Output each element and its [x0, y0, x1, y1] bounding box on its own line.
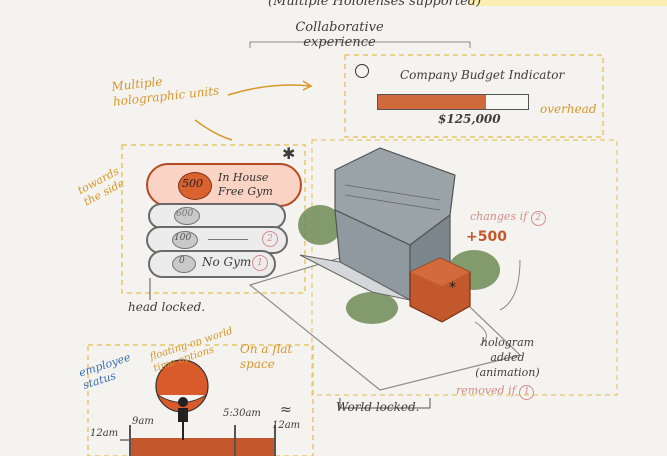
option-number-circle: [178, 172, 212, 200]
option-number-circle: [172, 255, 196, 273]
removed-if-ref: 1: [519, 385, 535, 400]
changes-if-note: changes if 2: [470, 210, 546, 226]
option-600[interactable]: 600: [148, 203, 286, 229]
option-label: In House Free Gym: [218, 171, 273, 198]
option-number: 600: [176, 209, 194, 219]
svg-text:*: *: [449, 280, 456, 296]
removed-if-note: removed if 1: [456, 384, 535, 400]
changes-if-ref: 2: [530, 211, 546, 226]
option-squiggle: [208, 239, 248, 240]
budget-bar: [377, 94, 529, 110]
overhead-note: overhead: [540, 102, 597, 116]
collab-label: Collaborative experience: [295, 20, 384, 50]
option-number-circle: [172, 231, 198, 249]
budget-label: Company Budget Indicator: [400, 68, 565, 82]
budget-panel-dot: [355, 64, 369, 78]
option-badge: 2: [262, 231, 278, 247]
option-no-gym[interactable]: 0 No Gym 1: [148, 250, 276, 278]
flat-space-note: On a flat space: [240, 342, 293, 371]
world-locked-note: World locked.: [336, 400, 420, 414]
option-100[interactable]: 100 2: [146, 226, 288, 254]
option-badge: 1: [252, 255, 268, 271]
timeline-marker: 9am: [132, 416, 154, 427]
asterisk-icon: ✱: [282, 144, 296, 163]
top-note: (Multiple Hololenses supported): [268, 0, 482, 9]
budget-fill: [378, 95, 486, 109]
timeline-start: 12am: [90, 428, 119, 439]
option-label: No Gym: [202, 255, 252, 269]
head-locked-note: head locked.: [128, 300, 206, 314]
option-number-circle: [174, 207, 200, 225]
option-number: 100: [174, 233, 192, 243]
budget-amount: $125,000: [438, 112, 501, 126]
timeline-end: 12am: [272, 420, 301, 431]
hologram-added-note: hologram added (animation): [475, 336, 540, 379]
option-in-house-gym[interactable]: 500 In House Free Gym: [146, 163, 302, 207]
timeline-end-mark: 5:30am: [223, 408, 261, 419]
timeline-approx: ≈: [280, 402, 292, 418]
option-number: 500: [182, 177, 203, 190]
budget-delta: +500: [466, 229, 507, 245]
option-number: 0: [179, 256, 185, 266]
